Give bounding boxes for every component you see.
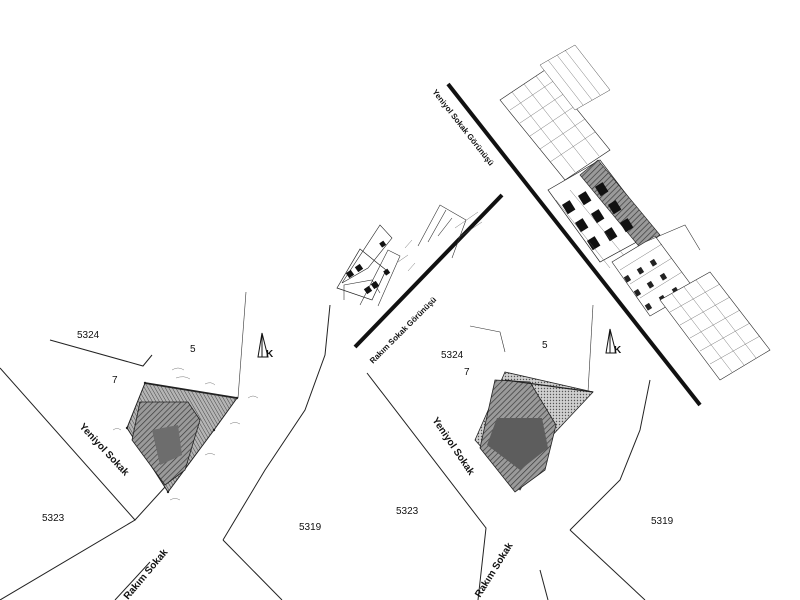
right-parcel-5323: 5323 <box>396 506 419 517</box>
rakim-elevation-building <box>336 224 416 307</box>
yeniyol-neighbour-lower <box>659 271 771 381</box>
left-street-edge-1 <box>0 367 136 600</box>
left-street-edge-4 <box>222 304 331 541</box>
left-north-label: K <box>266 349 274 360</box>
left-parcel-5: 5 <box>190 344 196 355</box>
left-street-edge-5 <box>222 539 283 600</box>
right-parcel-line-5324 <box>469 325 506 353</box>
right-street-rakim: Rakım Sokak <box>473 541 516 600</box>
rakim-view-label: Rakım Sokak Görünüşü <box>368 295 438 365</box>
yeniyol-main-building <box>547 159 661 269</box>
right-parcel-5324: 5324 <box>441 350 464 361</box>
right-street-edge-4 <box>539 569 549 600</box>
right-north-arrow-icon <box>605 328 617 354</box>
yeniyol-windows <box>561 182 634 251</box>
left-parcel-7: 7 <box>112 375 118 386</box>
rakim-neighbour-outline-2 <box>454 211 483 239</box>
right-parcel-top-edge <box>504 379 594 393</box>
right-parcel-5: 5 <box>542 340 548 351</box>
right-north-label: K <box>614 345 622 356</box>
left-street-rakim: Rakım Sokak <box>122 547 171 600</box>
left-parcel-line-5 <box>237 291 247 399</box>
right-site-plan: 5324 5 7 5323 5319 Yeniyol Sokak Rakım S… <box>366 304 674 600</box>
left-site-plan: 5324 5 7 5323 5319 Yeniyol Sokak Rakım S… <box>0 291 331 600</box>
left-parcel-5319: 5319 <box>299 522 322 533</box>
left-street-yeniyol: Yeniyol Sokak <box>77 422 131 479</box>
left-parcel-5323: 5323 <box>42 513 65 524</box>
yeniyol-ground-line <box>446 82 702 407</box>
left-street-edge-2 <box>49 339 153 367</box>
left-parcel-top-edge <box>144 382 238 399</box>
left-parcel-5324: 5324 <box>77 330 100 341</box>
rakim-elevation: Rakım Sokak Görünüşü <box>336 193 504 365</box>
yeniyol-view-label: Yeniyol Sokak Görünüşü <box>430 88 495 168</box>
right-street-edge-2 <box>569 379 651 531</box>
rakim-ground-line <box>353 193 504 349</box>
right-street-yeniyol: Yeniyol Sokak <box>430 416 477 478</box>
left-survey-marks <box>112 367 259 501</box>
left-street-edge-6 <box>114 561 151 600</box>
right-parcel-7: 7 <box>464 367 470 378</box>
left-street-edge-3 <box>134 486 166 521</box>
right-street-edge-1 <box>366 372 487 600</box>
right-parcel-line-5 <box>587 304 594 393</box>
rakim-neighbour-outline <box>417 204 467 259</box>
yeniyol-elevation: Yeniyol Sokak Görünüşü <box>430 44 771 407</box>
right-building-inner <box>487 418 548 470</box>
right-parcel-5319: 5319 <box>651 516 674 527</box>
yeniyol-neighbour-upper <box>499 44 611 181</box>
left-building-core <box>152 425 182 465</box>
right-street-edge-3 <box>569 529 646 600</box>
left-north-arrow-icon <box>257 332 269 358</box>
